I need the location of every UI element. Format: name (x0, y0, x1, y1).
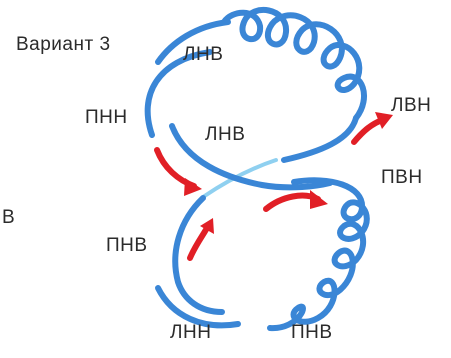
crossing-diagonal-strand (169, 123, 333, 191)
label-pnn: ПНН (85, 107, 128, 128)
label-lnv-top: ЛНВ (183, 44, 224, 65)
upper-left-top-strand (155, 19, 231, 65)
red-arrow-middle (263, 190, 328, 212)
variant-title: Вариант 3 (16, 34, 111, 55)
lower-bottom-left-strand (155, 285, 241, 329)
light-connector-line (201, 158, 278, 199)
label-pnv-bottom: ПНВ (291, 322, 333, 343)
red-arrow-upper-right (351, 112, 393, 145)
upper-coil-line (221, 6, 367, 121)
red-arrow-left (154, 147, 202, 196)
label-lnn-bottom: ЛНН (170, 322, 212, 343)
label-pvn: ПВН (381, 167, 423, 188)
label-lnv-middle: ЛНВ (205, 124, 246, 145)
label-pnv-left: ПНВ (106, 235, 148, 256)
red-arrow-lower-left (187, 218, 214, 261)
label-b-left: В (2, 207, 16, 228)
lower-coil-line (267, 177, 370, 332)
lower-left-strand (172, 195, 225, 315)
label-lvn: ЛВН (391, 95, 432, 116)
upper-right-return-strand (281, 115, 359, 163)
upper-left-strand (144, 49, 213, 138)
